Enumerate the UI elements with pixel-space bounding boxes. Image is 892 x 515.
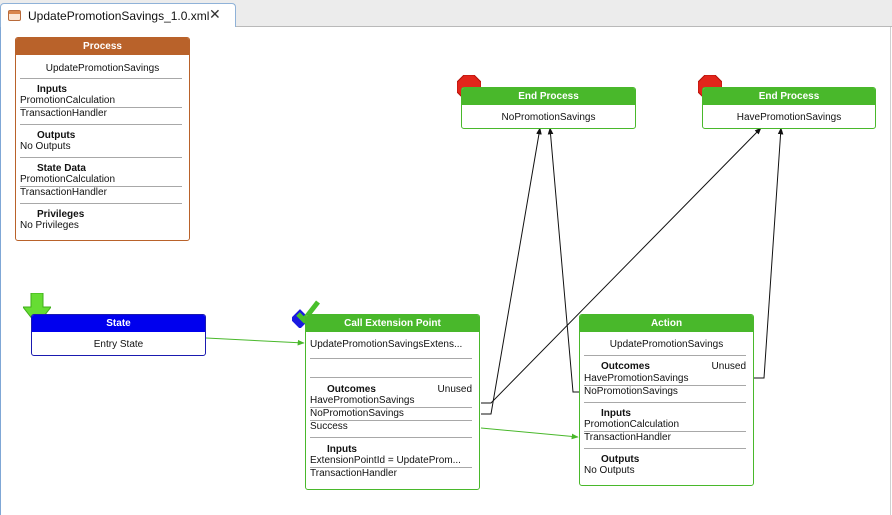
divider xyxy=(584,402,746,403)
process-input-item: TransactionHandler xyxy=(20,108,107,119)
entry-state-node[interactable]: State Entry State xyxy=(31,314,206,356)
divider xyxy=(310,467,472,468)
divider xyxy=(584,355,746,356)
action-node[interactable]: Action UpdatePromotionSavings Outcomes U… xyxy=(579,314,754,486)
edge-cep-no-to-end-no xyxy=(481,127,542,415)
xml-file-icon xyxy=(8,10,21,21)
action-outcomes-label: Outcomes xyxy=(601,361,650,372)
close-icon[interactable]: ✕ xyxy=(209,6,221,22)
state-name: Entry State xyxy=(93,339,144,350)
cep-outcomes-label: Outcomes xyxy=(327,384,376,395)
cep-input-item: TransactionHandler xyxy=(310,468,397,479)
process-header: Process xyxy=(16,38,189,55)
editor-tab-bar: UpdatePromotionSavings_1.0.xml ✕ xyxy=(0,0,892,27)
diagram-canvas[interactable]: Process UpdatePromotionSavings Inputs Pr… xyxy=(0,27,891,515)
process-state-data-label: State Data xyxy=(37,163,86,174)
divider xyxy=(20,203,182,204)
divider xyxy=(310,377,472,378)
cep-outcome-item: HavePromotionSavings xyxy=(310,395,415,406)
cep-input-item: ExtensionPointId = UpdateProm... xyxy=(310,455,461,466)
process-state-data-item: TransactionHandler xyxy=(20,187,107,198)
state-header: State xyxy=(32,315,205,332)
end-process-header: End Process xyxy=(462,88,635,105)
cep-outcome-item: Success xyxy=(310,421,348,432)
cep-unused-label: Unused xyxy=(437,384,472,395)
divider xyxy=(584,431,746,432)
edge-cep-success-to-action xyxy=(480,427,579,440)
process-outputs-label: Outputs xyxy=(37,130,76,141)
editor-tab[interactable]: UpdatePromotionSavings_1.0.xml ✕ xyxy=(0,3,236,27)
action-input-item: TransactionHandler xyxy=(584,432,671,443)
cep-header: Call Extension Point xyxy=(306,315,479,332)
process-privileges-label: Privileges xyxy=(37,209,85,220)
end-process-name: NoPromotionSavings xyxy=(501,112,596,123)
divider xyxy=(310,437,472,438)
divider xyxy=(20,186,182,187)
cep-outcome-item: NoPromotionSavings xyxy=(310,408,404,419)
end-process-have-node[interactable]: End Process HavePromotionSavings xyxy=(702,87,876,129)
action-outputs-label: Outputs xyxy=(601,454,640,465)
divider xyxy=(20,124,182,125)
divider xyxy=(310,420,472,421)
action-output-item: No Outputs xyxy=(584,465,635,476)
edge-cep-have-to-end-have xyxy=(481,127,762,404)
process-input-item: PromotionCalculation xyxy=(20,95,116,106)
end-process-header: End Process xyxy=(703,88,875,105)
edge-action-have-to-end-have xyxy=(754,127,784,379)
process-privilege-item: No Privileges xyxy=(20,220,79,231)
process-node[interactable]: Process UpdatePromotionSavings Inputs Pr… xyxy=(15,37,190,241)
call-extension-point-node[interactable]: Call Extension Point UpdatePromotionSavi… xyxy=(305,314,480,490)
edge-entry-to-cep xyxy=(205,337,305,346)
process-inputs-label: Inputs xyxy=(37,84,67,95)
process-name: UpdatePromotionSavings xyxy=(45,63,160,74)
divider xyxy=(20,107,182,108)
extension-point-icon xyxy=(292,300,320,328)
divider xyxy=(310,358,472,359)
cep-name: UpdatePromotionSavingsExtens... xyxy=(310,339,463,350)
action-header: Action xyxy=(580,315,753,332)
divider xyxy=(20,157,182,158)
action-input-item: PromotionCalculation xyxy=(584,419,680,430)
action-name: UpdatePromotionSavings xyxy=(609,339,724,350)
divider xyxy=(584,385,746,386)
divider xyxy=(20,78,182,79)
action-outcome-item: HavePromotionSavings xyxy=(584,373,689,384)
divider xyxy=(584,448,746,449)
editor-tab-title: UpdatePromotionSavings_1.0.xml xyxy=(28,9,210,23)
action-inputs-label: Inputs xyxy=(601,408,631,419)
action-outcome-item: NoPromotionSavings xyxy=(584,386,678,397)
cep-inputs-label: Inputs xyxy=(327,444,357,455)
action-unused-label: Unused xyxy=(711,361,746,372)
divider xyxy=(310,407,472,408)
end-process-name: HavePromotionSavings xyxy=(736,112,842,123)
end-process-no-node[interactable]: End Process NoPromotionSavings xyxy=(461,87,636,129)
process-state-data-item: PromotionCalculation xyxy=(20,174,116,185)
process-output-item: No Outputs xyxy=(20,141,71,152)
